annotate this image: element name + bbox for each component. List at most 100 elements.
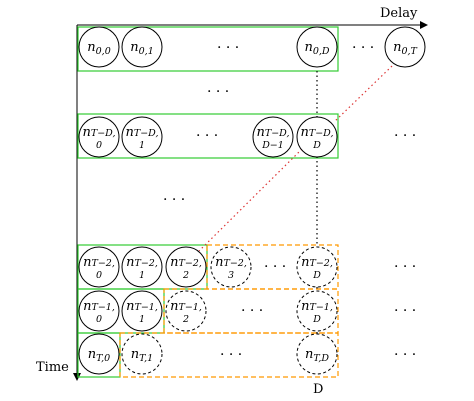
node-label-sub: T−2,	[135, 258, 158, 269]
node-label-main: n	[87, 40, 95, 55]
node-label-sub2: D	[312, 140, 321, 151]
node-circle	[165, 246, 207, 288]
node-label-sub2: 0	[96, 140, 102, 151]
node-nT12: nT−1,2	[165, 290, 207, 332]
node-label: nT−D,	[257, 125, 290, 140]
node-nTD1: nT−D,1	[121, 116, 163, 158]
node-label-sub2: 1	[139, 270, 145, 281]
node-label-sub: T,1	[139, 353, 153, 364]
node-label-sub2: 1	[139, 140, 145, 151]
node-label: nT,1	[131, 347, 153, 364]
x-axis-arrow	[420, 21, 428, 29]
node-label: nT−2,	[215, 255, 247, 270]
node-label-main: n	[83, 255, 91, 270]
node-label: nT−D,	[301, 125, 334, 140]
ellipsis-gap-1: · · ·	[207, 84, 229, 100]
node-nTDDm1: nT−D,D−1	[252, 116, 294, 158]
node-label-sub2: D	[312, 270, 321, 281]
node-label-main: n	[170, 255, 178, 270]
node-label-sub: 0,D	[313, 46, 330, 57]
node-circle	[384, 26, 426, 68]
node-label-main: n	[301, 299, 309, 314]
ellipsis-rowT2-mid: · · ·	[264, 259, 286, 275]
node-label-main: n	[257, 125, 265, 140]
node-label-main: n	[126, 299, 134, 314]
node-label-sub2: D−1	[261, 140, 284, 151]
node-circle	[252, 116, 294, 158]
node-nT22: nT−2,2	[165, 246, 207, 288]
node-label: n0,T	[393, 40, 417, 57]
green-box-row-T	[77, 332, 121, 378]
node-label-main: n	[215, 255, 223, 270]
ellipsis-row0-right: · · ·	[352, 40, 374, 56]
node-nTD0: nT−D,0	[78, 116, 120, 158]
node-circle	[78, 333, 120, 375]
node-label-sub2: 0	[96, 314, 102, 325]
node-nT20: nT−2,0	[78, 246, 120, 288]
y-axis-arrow	[73, 373, 81, 381]
x-axis-label: Delay	[380, 6, 418, 21]
node-label-sub: T,0	[96, 353, 110, 364]
node-nT10: nT−1,0	[78, 290, 120, 332]
node-circle	[121, 26, 163, 68]
node-label-main: n	[170, 299, 178, 314]
node-label-main: n	[131, 347, 139, 362]
node-label-sub: T−1,	[92, 302, 115, 313]
ellipsis-gap-2: · · ·	[163, 192, 185, 208]
node-circle	[296, 26, 338, 68]
node-label-main: n	[130, 40, 138, 55]
node-label-sub2: 2	[182, 314, 189, 325]
y-axis-label: Time	[36, 360, 69, 375]
node-label: nT−2,	[126, 255, 158, 270]
node-circle	[78, 116, 120, 158]
node-label-main: n	[83, 299, 91, 314]
node-label-sub: T−D,	[309, 128, 334, 139]
ellipsis-rowT1-mid: · · ·	[241, 303, 263, 319]
node-label-sub: T−1,	[135, 302, 158, 313]
node-label-main: n	[304, 40, 312, 55]
ellipsis-rowT1-right: · · ·	[394, 303, 416, 319]
node-label-sub: 0,1	[139, 46, 154, 57]
node-nTDD: nT−D,D	[296, 116, 338, 158]
ellipsis-rowT-mid: · · ·	[220, 347, 242, 363]
orange-box-row-T	[119, 332, 339, 378]
node-label-main: n	[301, 255, 309, 270]
node-label-sub: T−D,	[91, 128, 116, 139]
node-label: nT−1,	[301, 299, 333, 314]
bottom-d-label: D	[313, 382, 323, 397]
node-label-sub2: 1	[139, 314, 145, 325]
node-label: nT,0	[88, 347, 110, 364]
node-label-sub: 0,T	[401, 46, 417, 57]
node-circle	[296, 246, 338, 288]
node-label-sub: T−2,	[224, 258, 247, 269]
node-label: n0,0	[87, 40, 110, 57]
node-label: nT,D	[305, 347, 329, 364]
node-label-sub: T,D	[313, 353, 329, 364]
red-diagonal-upper	[333, 65, 393, 123]
node-n00: n0,0	[78, 26, 120, 68]
node-n01: n0,1	[121, 26, 163, 68]
node-label-main: n	[83, 125, 91, 140]
node-label-sub: T−2,	[179, 258, 202, 269]
node-circle	[296, 333, 338, 375]
node-label: nT−1,	[83, 299, 115, 314]
red-diagonal-lower	[198, 148, 303, 252]
node-label-sub2: 0	[96, 270, 102, 281]
node-label: n0,1	[130, 40, 153, 57]
node-label-sub: T−1,	[310, 302, 333, 313]
node-nT2D: nT−2,D	[296, 246, 338, 288]
node-label-main: n	[126, 255, 134, 270]
node-circle	[165, 290, 207, 332]
ellipsis-rowT2-right: · · ·	[394, 259, 416, 275]
green-box-row-0	[77, 26, 339, 72]
node-circle	[121, 116, 163, 158]
node-nTD: nT,D	[296, 333, 338, 375]
node-circle	[296, 290, 338, 332]
node-nT1D: nT−1,D	[296, 290, 338, 332]
ellipsis-rowTD-mid: · · ·	[196, 128, 218, 144]
node-n0T: n0,T	[384, 26, 426, 68]
node-label: nT−2,	[301, 255, 333, 270]
